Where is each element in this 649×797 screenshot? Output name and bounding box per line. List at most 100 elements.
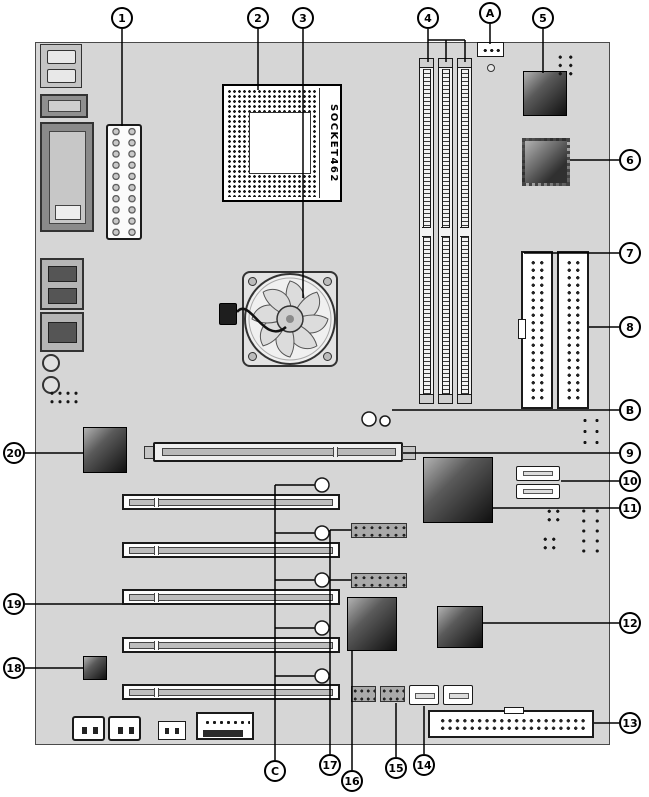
callout-1: 1 (111, 7, 133, 29)
dimm-latch (458, 394, 471, 403)
pin (93, 727, 98, 734)
pci-slot (122, 637, 340, 653)
callout-5: 5 (532, 7, 554, 29)
callout-3: 3 (292, 7, 314, 29)
sata-connector (516, 466, 560, 481)
fan-screw (323, 277, 332, 286)
cpu-fan-power-connector (219, 303, 237, 325)
floppy-notch (504, 707, 524, 714)
front-panel-header-pins (577, 506, 604, 556)
dimm-slot (438, 58, 453, 404)
pin (129, 727, 134, 734)
fan-connector (108, 716, 141, 741)
pci-key-notch (154, 498, 159, 507)
callout-11: 11 (619, 497, 641, 519)
connector-pins (204, 718, 250, 727)
usb-header (351, 573, 407, 588)
pci-pin-strip (129, 642, 333, 649)
atx-power-connector (106, 124, 142, 240)
callout-b: B (619, 399, 641, 421)
chip-18 (83, 656, 107, 680)
callout-20: 20 (3, 442, 25, 464)
dimm-slot (419, 58, 434, 404)
fan-screw (248, 277, 257, 286)
ide-notch (518, 319, 526, 339)
chip-16 (347, 597, 397, 651)
usb-port (48, 288, 77, 304)
small-header (158, 721, 186, 740)
callout-14: 14 (413, 754, 435, 776)
ps2-port (47, 69, 76, 83)
callout-6: 6 (619, 149, 641, 171)
jumper-pins (545, 507, 562, 524)
callout-10: 10 (619, 470, 641, 492)
lan-port (48, 266, 77, 282)
callout-2: 2 (247, 7, 269, 29)
io-audio-jack (42, 354, 60, 372)
chip-5 (523, 71, 567, 116)
socket-label: SOCKET462 (319, 88, 339, 198)
usb-port (48, 322, 77, 343)
front-audio-header-pins (48, 389, 80, 406)
dimm-latch (439, 59, 452, 68)
callout-4: 4 (417, 7, 439, 29)
pci-key-notch (154, 546, 159, 555)
ide-connector-primary (518, 251, 553, 409)
ps2-port (47, 50, 76, 64)
sata-slot (415, 693, 435, 699)
ide-pins (529, 259, 546, 402)
pci-pin-strip (129, 594, 333, 601)
pin-header-15 (351, 686, 376, 702)
sata-slot (523, 471, 553, 476)
dimm-latch (458, 59, 471, 68)
audio-in-connector (196, 712, 254, 740)
floppy-pins (439, 717, 587, 732)
usb-header (351, 523, 407, 538)
callout-12: 12 (619, 612, 641, 634)
sata-slot (523, 489, 553, 494)
pin (165, 728, 169, 734)
callout-16: 16 (341, 770, 363, 792)
parallel-port-sub (55, 205, 81, 220)
sata-connector (516, 484, 560, 499)
dimm-key-notch (441, 227, 450, 237)
dimm-key-notch (422, 227, 431, 237)
callout-a: A (479, 2, 501, 24)
ide-connector-secondary (557, 251, 589, 409)
sata-slot (449, 693, 469, 699)
callout-8: 8 (619, 316, 641, 338)
agp-pin-strip (162, 448, 396, 456)
ide-pins (565, 259, 582, 402)
io-parallel-port (40, 122, 94, 232)
pin (118, 727, 123, 734)
io-serial-port (40, 94, 88, 118)
jumper-pins (555, 53, 576, 78)
pci-slot (122, 542, 340, 558)
pin (82, 727, 87, 734)
pin (175, 728, 179, 734)
floppy-connector (428, 707, 594, 738)
pci-slot (122, 589, 340, 605)
sata-connector-bottom (443, 685, 473, 705)
dimm-latch (420, 394, 433, 403)
dimm-latch (439, 394, 452, 403)
jumper-pins (541, 535, 558, 552)
agp-key-notch (333, 447, 338, 457)
callout-c: C (264, 760, 286, 782)
dimm-key-notch (460, 227, 469, 237)
callout-18: 18 (3, 657, 25, 679)
chip-12 (437, 606, 483, 648)
callout-13: 13 (619, 712, 641, 734)
fan-header-pins (482, 47, 501, 54)
pci-key-notch (154, 688, 159, 697)
callout-9: 9 (619, 442, 641, 464)
callout-19: 19 (3, 593, 25, 615)
io-ps2-ports (40, 44, 82, 88)
fan-screw (323, 352, 332, 361)
pci-pin-strip (129, 547, 333, 554)
dimm-slot (457, 58, 472, 404)
agp-slot (153, 442, 403, 462)
callout-15: 15 (385, 757, 407, 779)
callout-7: 7 (619, 242, 641, 264)
